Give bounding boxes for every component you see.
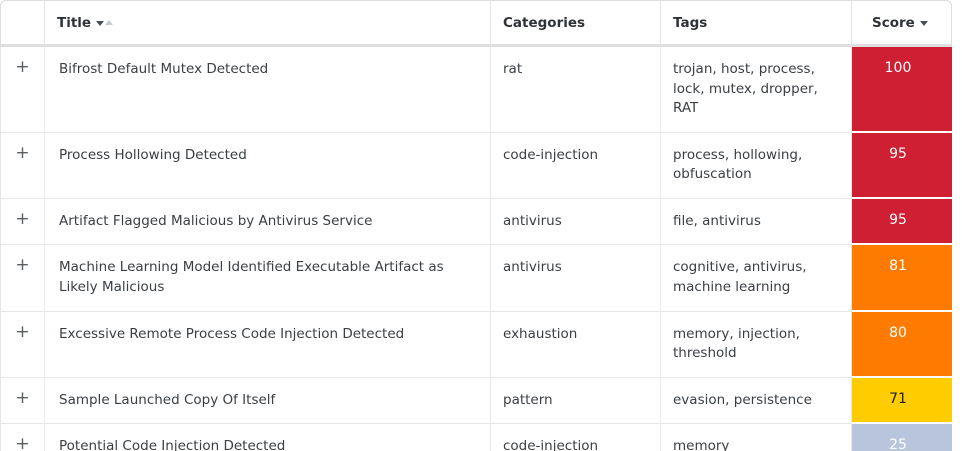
cell-categories: code-injection: [491, 132, 661, 199]
table-row[interactable]: + Machine Learning Model Identified Execu…: [0, 245, 952, 312]
cell-categories: antivirus: [491, 245, 661, 312]
expand-row-button[interactable]: +: [0, 198, 45, 246]
cell-tags: file, antivirus: [661, 198, 852, 246]
plus-icon[interactable]: +: [15, 57, 30, 77]
cell-title: Sample Launched Copy Of Itself: [45, 377, 491, 425]
cell-categories: exhaustion: [491, 311, 661, 378]
cell-title: Machine Learning Model Identified Execut…: [45, 245, 491, 312]
cell-tags: memory, injection, threshold: [661, 311, 852, 378]
column-header-title-label: Title: [57, 15, 92, 31]
chevron-up-icon: [105, 20, 114, 25]
expand-row-button[interactable]: +: [0, 132, 45, 199]
cell-title: Bifrost Default Mutex Detected: [45, 47, 491, 133]
score-badge: 71: [852, 377, 952, 425]
cell-tags: evasion, persistence: [661, 377, 852, 425]
chevron-down-icon: [96, 21, 105, 26]
cell-categories: pattern: [491, 377, 661, 425]
cell-title: Potential Code Injection Detected: [45, 424, 491, 451]
cell-categories: rat: [491, 47, 661, 133]
expand-row-button[interactable]: +: [0, 424, 45, 451]
plus-icon[interactable]: +: [15, 434, 30, 451]
table-row[interactable]: + Artifact Flagged Malicious by Antivirus…: [0, 198, 952, 246]
expand-row-button[interactable]: +: [0, 245, 45, 312]
expand-row-button[interactable]: +: [0, 47, 45, 133]
cell-title: Excessive Remote Process Code Injection …: [45, 311, 491, 378]
cell-title: Artifact Flagged Malicious by Antivirus …: [45, 198, 491, 246]
score-badge: 95: [852, 132, 952, 199]
plus-icon[interactable]: +: [15, 321, 30, 342]
cell-tags: cognitive, antivirus, machine learning: [661, 245, 852, 312]
cell-categories: code-injection: [491, 424, 661, 451]
column-header-title[interactable]: Title: [45, 0, 491, 47]
header-row: Title Categories Tags Score: [0, 0, 952, 47]
column-header-expand: [0, 0, 45, 47]
cell-categories: antivirus: [491, 198, 661, 246]
score-badge: 95: [852, 198, 952, 246]
cell-tags: memory: [661, 424, 852, 451]
score-badge: 81: [852, 245, 952, 312]
expand-row-button[interactable]: +: [0, 377, 45, 425]
sort-indicator-title[interactable]: [96, 20, 114, 26]
score-badge: 80: [852, 311, 952, 378]
score-badge: 25: [852, 424, 952, 451]
score-badge: 100: [852, 47, 952, 133]
plus-icon[interactable]: +: [15, 387, 30, 408]
column-header-score[interactable]: Score: [852, 0, 952, 47]
plus-icon[interactable]: +: [15, 255, 30, 276]
column-header-tags-label: Tags: [673, 15, 708, 31]
table-header: Title Categories Tags Score: [0, 0, 952, 47]
chevron-down-icon[interactable]: [919, 20, 928, 26]
column-header-tags[interactable]: Tags: [661, 0, 852, 47]
plus-icon[interactable]: +: [15, 142, 30, 163]
column-header-categories-label: Categories: [503, 15, 586, 31]
plus-icon[interactable]: +: [15, 208, 30, 229]
table-row[interactable]: + Excessive Remote Process Code Injection…: [0, 311, 952, 378]
cell-tags: process, hollowing, obfuscation: [661, 132, 852, 199]
expand-row-button[interactable]: +: [0, 311, 45, 378]
column-header-categories[interactable]: Categories: [491, 0, 661, 47]
cell-tags: trojan, host, process, lock, mutex, drop…: [661, 47, 852, 133]
column-header-score-label: Score: [872, 15, 915, 31]
cell-title: Process Hollowing Detected: [45, 132, 491, 199]
